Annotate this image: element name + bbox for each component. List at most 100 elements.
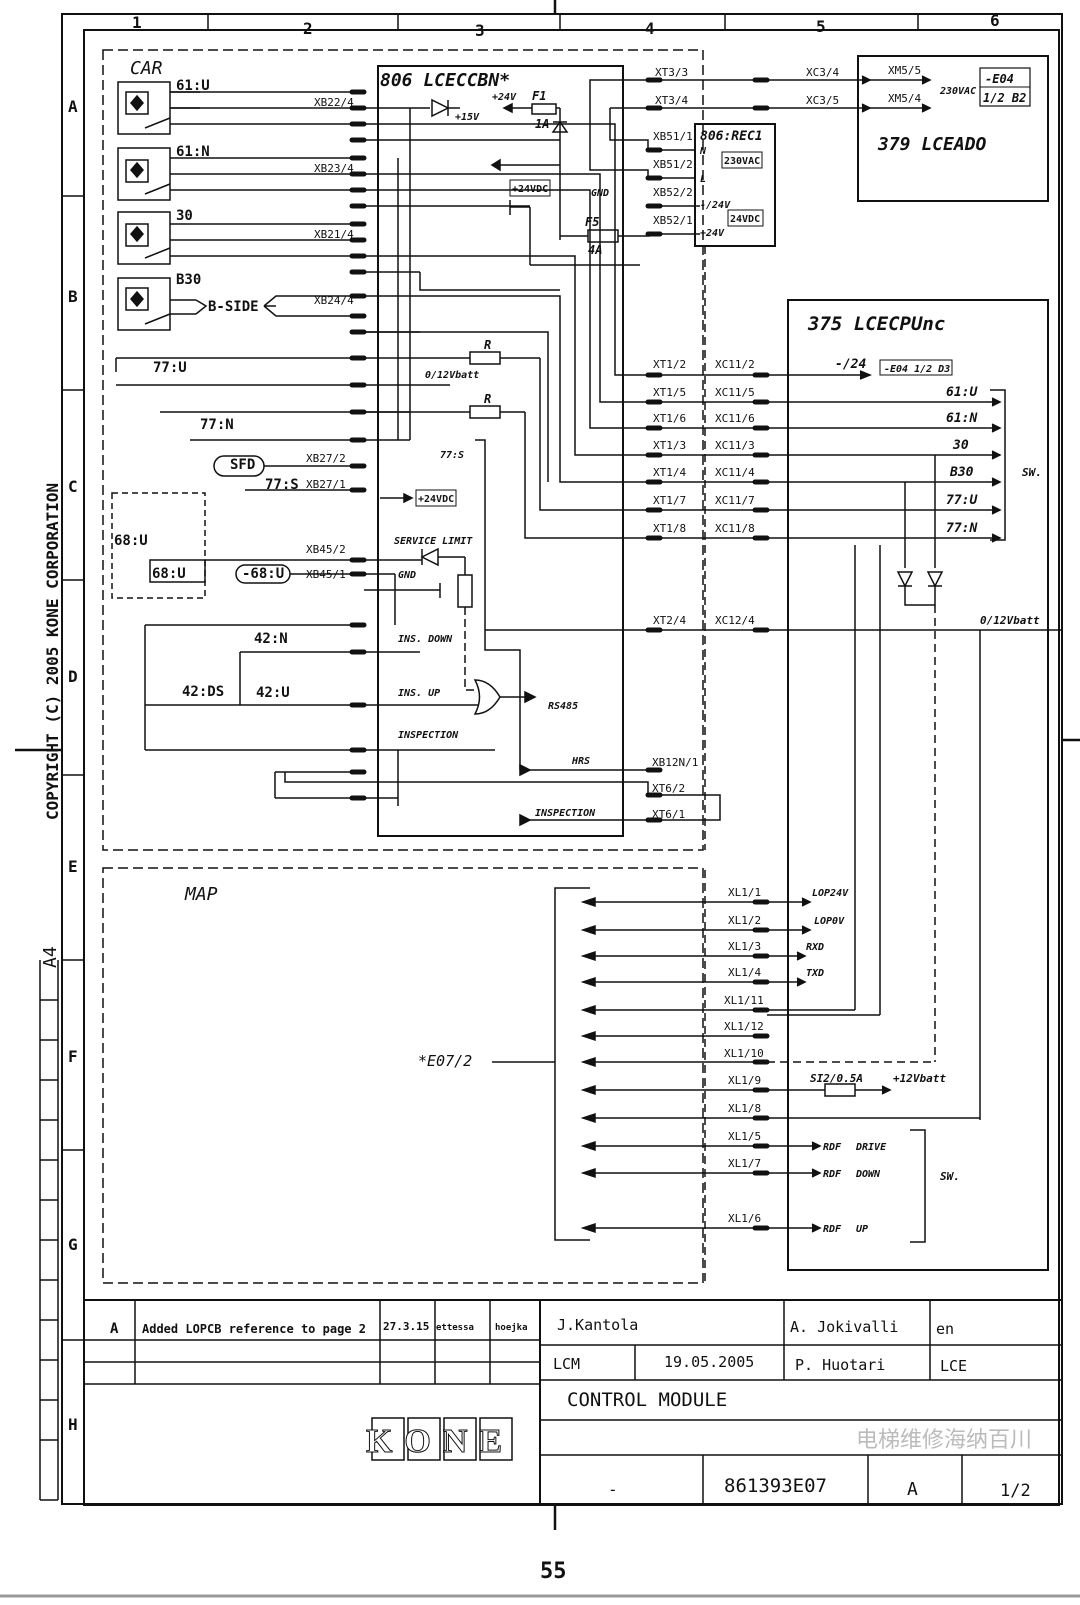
label-vbatt: 0/12Vbatt (425, 370, 479, 381)
row-label: H (68, 1415, 78, 1434)
lceccbn-title: 806 LCECCBN* (380, 70, 510, 91)
cpu-signal: 0/12Vbatt (980, 614, 1040, 627)
switch-label: 68:U (114, 533, 148, 549)
68u-box (149, 559, 206, 583)
sensor-B30 (117, 277, 171, 331)
connector-label: XC11/6 (715, 412, 755, 425)
doc-number: 861393E07 (724, 1475, 827, 1497)
connector-column-left (349, 89, 367, 801)
connector-label: XL1/7 (728, 1157, 761, 1170)
connector-label: XT1/4 (653, 466, 686, 479)
label-m24v: -/24V (700, 200, 731, 211)
connector-label: XL1/1 (728, 886, 761, 899)
connector-label: XL1/2 (728, 914, 761, 927)
batt12: +12Vbatt (893, 1072, 946, 1085)
connector-label: XL1/9 (728, 1074, 761, 1087)
cpu-signal: 61:U (946, 385, 978, 400)
connector-label: XT1/2 (653, 358, 686, 371)
switch-label: B-SIDE (208, 299, 259, 315)
connector-label: XB27/2 (306, 452, 346, 465)
date: 19.05.2005 (664, 1353, 754, 1371)
kone-logo: KONE (365, 1417, 513, 1461)
lceccbn-box (377, 65, 624, 837)
map-ref: *E07/2 (418, 1052, 472, 1070)
doc-rev: A (907, 1479, 918, 1500)
row-label: A (68, 97, 78, 116)
switch-label: 42:DS (182, 684, 224, 700)
map-signal: LOP0V (814, 916, 845, 927)
checked-by: A. Jokivalli (790, 1318, 898, 1336)
connector-label: XT3/3 (655, 66, 688, 79)
rec1-box (694, 123, 776, 247)
label-p24v: +24V (700, 228, 725, 239)
68u-dashed (111, 492, 206, 599)
label-gnd2: GND (398, 570, 416, 581)
connector-label: XC11/4 (715, 466, 755, 479)
connector-label: XM5/4 (888, 92, 921, 105)
map-title: MAP (184, 884, 218, 905)
connector-label: XL1/11 (724, 994, 764, 1007)
approved-by: P. Huotari (795, 1356, 885, 1374)
label-f5: F5 (585, 215, 599, 229)
connector-label: XC12/4 (715, 614, 755, 627)
row-label: E (68, 857, 78, 876)
label-24vdc-2: +24VDC (418, 494, 454, 505)
vac-box (721, 151, 763, 169)
cpu-sw: SW. (1022, 466, 1042, 479)
product: LCE (940, 1357, 967, 1375)
col-label: 4 (645, 19, 655, 38)
connector-label: XL1/10 (724, 1047, 764, 1060)
row-label: D (68, 667, 78, 686)
label-hrs: HRS (571, 756, 590, 767)
map-signal: RDF (823, 1224, 842, 1235)
row-label: B (68, 287, 78, 306)
label-77s: 77:S (440, 450, 464, 461)
label-insdown: INS. DOWN (398, 634, 453, 645)
connector-label: XC11/8 (715, 522, 755, 535)
paper-size: A4 (40, 946, 61, 968)
title-block (84, 1299, 1062, 1505)
map-signal: RXD (806, 942, 824, 953)
connector-column-mid (284, 75, 1062, 1120)
connector-label: XT3/4 (655, 94, 688, 107)
switch-label: 61:U (176, 78, 210, 94)
switch-label: SFD (230, 457, 255, 473)
label-service: SERVICE LIMIT (394, 536, 473, 547)
cpu-ref-box (879, 359, 953, 376)
rev-by: ettessa (436, 1323, 474, 1333)
car-wires (115, 91, 355, 799)
connector-label: XL1/8 (728, 1102, 761, 1115)
col-label: 5 (816, 17, 826, 36)
cpu-signal: 77:U (946, 493, 978, 508)
drawing-title: CONTROL MODULE (567, 1389, 727, 1411)
dash: - (608, 1480, 618, 1499)
switch-label: 68:U (152, 566, 186, 582)
label-inspection2: INSPECTION (535, 808, 596, 819)
map-sw: SW. (940, 1170, 960, 1183)
label-r2: R (484, 392, 491, 406)
map-signal: DRIVE (855, 1142, 887, 1153)
rev-text: Added LOPCB reference to page 2 (142, 1322, 366, 1336)
connector-label: XT6/1 (652, 808, 685, 821)
connector-label: XB52/1 (653, 214, 693, 227)
map-signal: LOP24V (812, 888, 849, 899)
cpu-ref: -E04 1/2 D3 (884, 364, 950, 375)
connector-label: XT6/2 (652, 782, 685, 795)
map-signal: RDF (823, 1169, 842, 1180)
vac-label-2: 230VAC (939, 86, 976, 97)
lceado-box (857, 55, 1049, 202)
lceado-title: 379 LCEADO (877, 134, 987, 155)
e04b-label: 1/2 B2 (983, 91, 1026, 105)
label-insup: INS. UP (398, 688, 440, 699)
connector-label: XB21/4 (314, 228, 354, 241)
watermark: 电梯维修海纳百川 (855, 1428, 1032, 1453)
connector-label: XL1/3 (728, 940, 761, 953)
label-l: L (700, 174, 706, 185)
vdc-label: 24VDC (730, 214, 760, 225)
rev-chk: hoejka (495, 1322, 528, 1333)
page-number: 55 (540, 1559, 567, 1584)
vdc-box (727, 209, 764, 227)
vdc-box-3 (415, 489, 457, 507)
fuse-si2: SI2/0.5A (810, 1072, 863, 1085)
